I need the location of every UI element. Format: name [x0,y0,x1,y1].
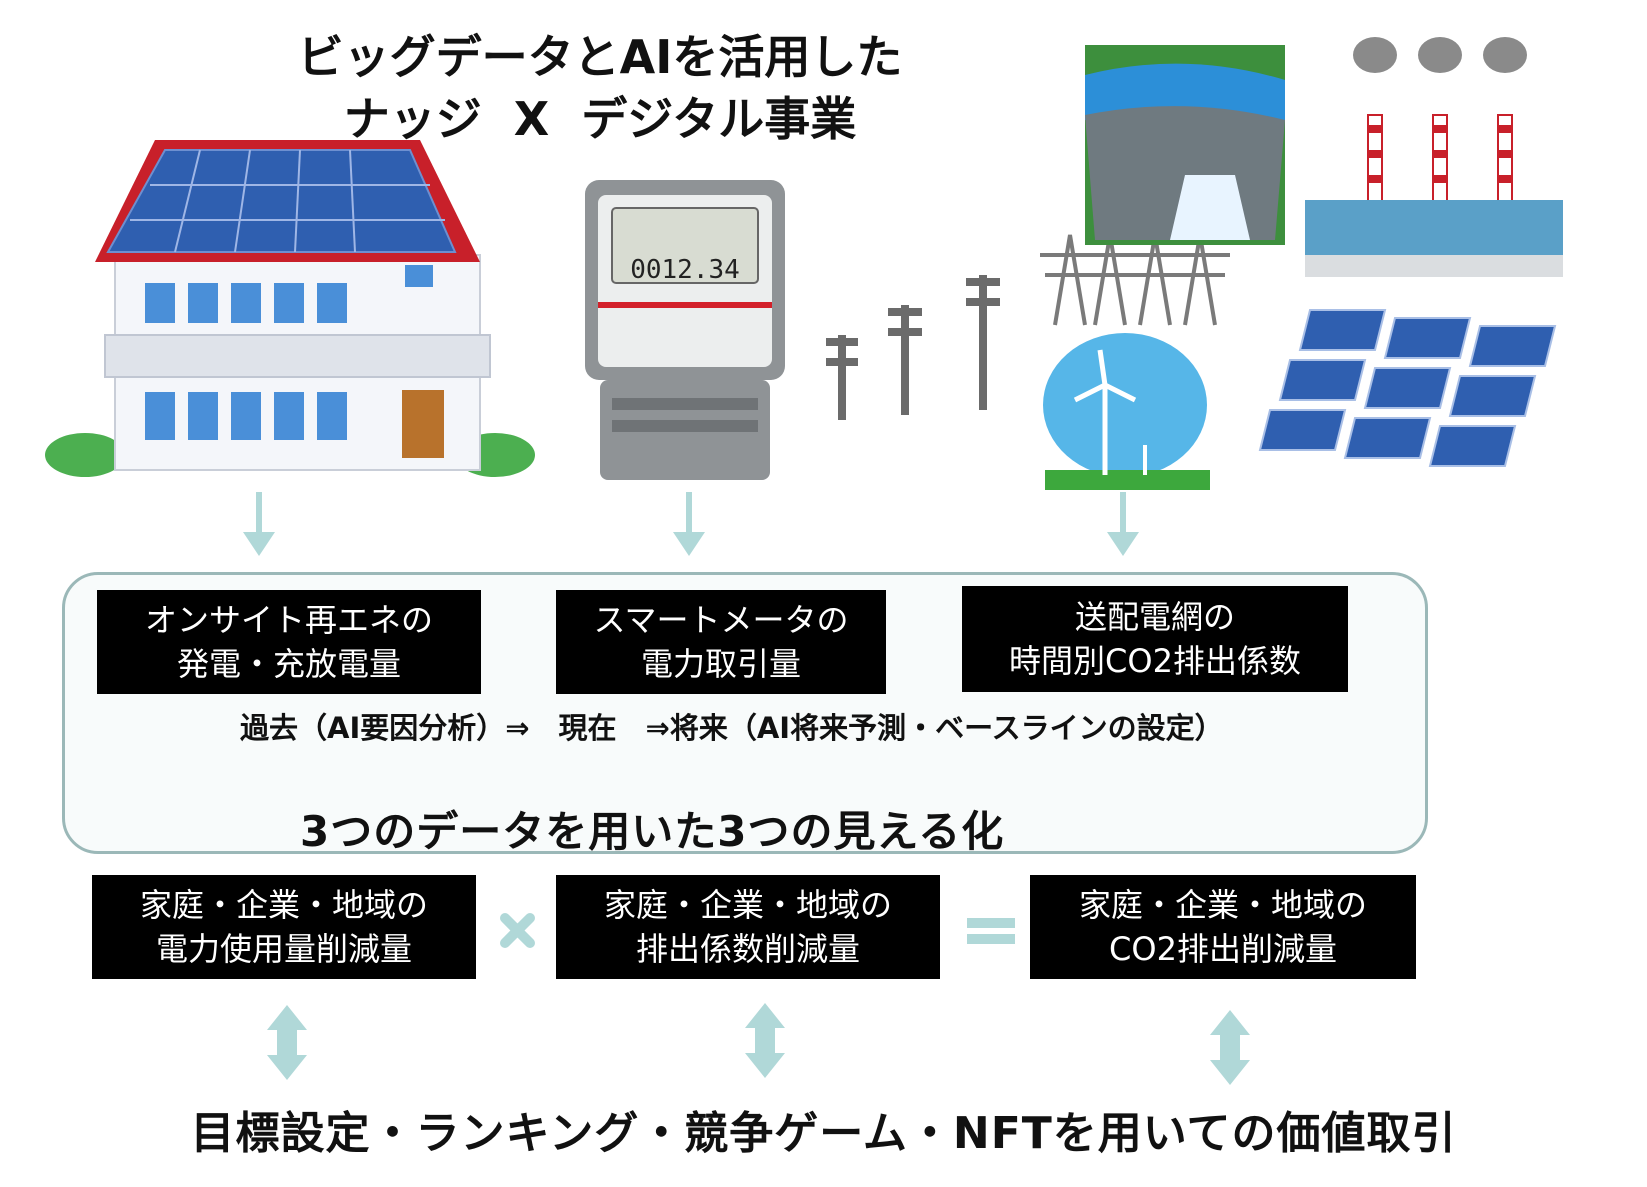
timeline-text: 過去（AI要因分析）⇒ 現在 ⇒将来（AI将来予測・ベースラインの設定） [240,705,1224,747]
double-arrow-3-icon [1210,1010,1250,1085]
multiply-operator-icon [505,918,530,943]
arrow-grid-down-icon [1107,492,1139,556]
double-arrow-1-icon [267,1005,307,1080]
source-box-line-1: 送配電網の [962,595,1348,639]
arrow-meter-down-icon [673,492,705,556]
reduction-box-line-2: 電力使用量削減量 [92,927,476,971]
double-arrow-2-icon [745,1003,785,1078]
source-box-line-1: スマートメータの [556,598,886,642]
reduction-box-emission-factor: 家庭・企業・地域の 排出係数削減量 [556,875,940,979]
reduction-box-power-usage: 家庭・企業・地域の 電力使用量削減量 [92,875,476,979]
source-box-line-2: 電力取引量 [556,642,886,686]
source-box-line-1: オンサイト再エネの [97,598,481,642]
source-box-grid-emission: 送配電網の 時間別CO2排出係数 [962,586,1348,692]
source-box-onsite-renewable: オンサイト再エネの 発電・充放電量 [97,590,481,694]
meter-display-reading: 0012.34 [630,255,740,285]
reduction-box-co2: 家庭・企業・地域の CO2排出削減量 [1030,875,1416,979]
solar-farm-icon [1260,310,1555,466]
input-arrows [243,492,1139,556]
source-box-smart-meter: スマートメータの 電力取引量 [556,590,886,694]
power-plant-icon [1305,37,1563,277]
footer-value-trading: 目標設定・ランキング・競争ゲーム・NFTを用いての価値取引 [0,1097,1647,1161]
reduction-box-line-2: CO2排出削減量 [1030,927,1416,971]
source-box-line-2: 時間別CO2排出係数 [962,639,1348,683]
utility-poles-icon [826,275,1000,420]
reduction-box-line-1: 家庭・企業・地域の [92,883,476,927]
reduction-box-line-1: 家庭・企業・地域の [556,883,940,927]
transmission-towers-icon [1040,235,1230,325]
visualization-heading: 3つのデータを用いた3つの見える化 [300,798,1004,859]
equals-operator-icon [967,918,1015,944]
wind-turbines-icon [1043,333,1210,490]
reduction-box-line-1: 家庭・企業・地域の [1030,883,1416,927]
double-arrows [267,1003,1250,1085]
arrow-house-down-icon [243,492,275,556]
reduction-box-line-2: 排出係数削減量 [556,927,940,971]
smart-meter-icon: 0012.34 [585,180,785,480]
source-box-line-2: 発電・充放電量 [97,642,481,686]
hydro-dam-icon [1085,45,1285,245]
house-with-solar-icon [45,140,535,477]
